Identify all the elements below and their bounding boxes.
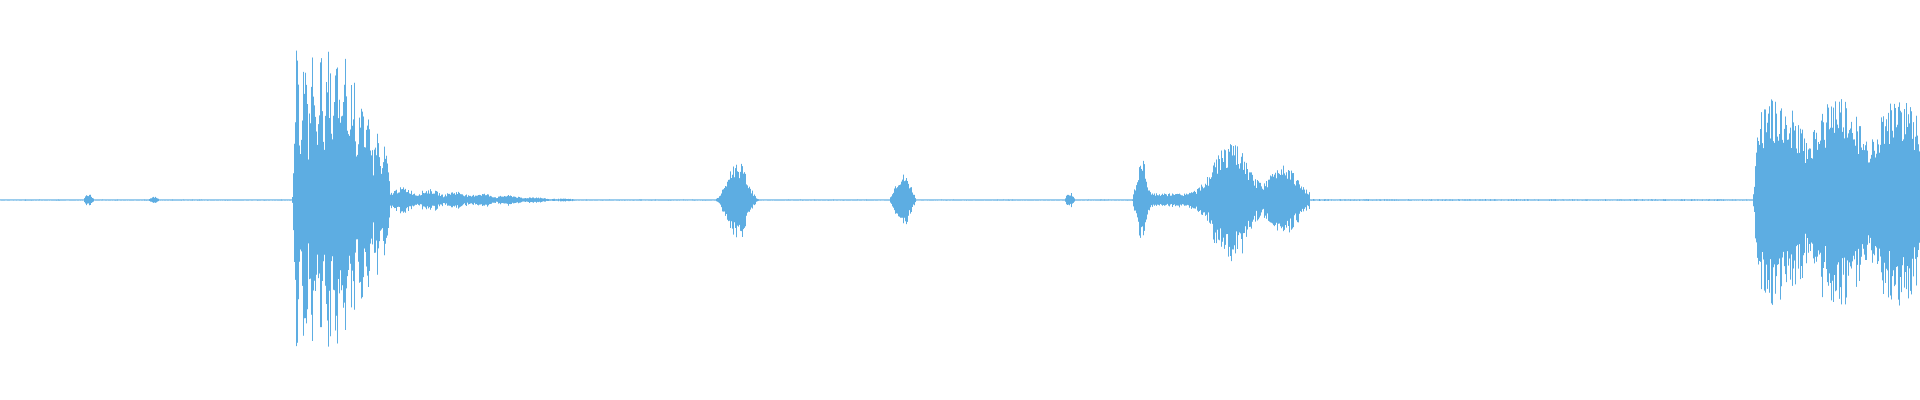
waveform-samples [0, 50, 1920, 347]
